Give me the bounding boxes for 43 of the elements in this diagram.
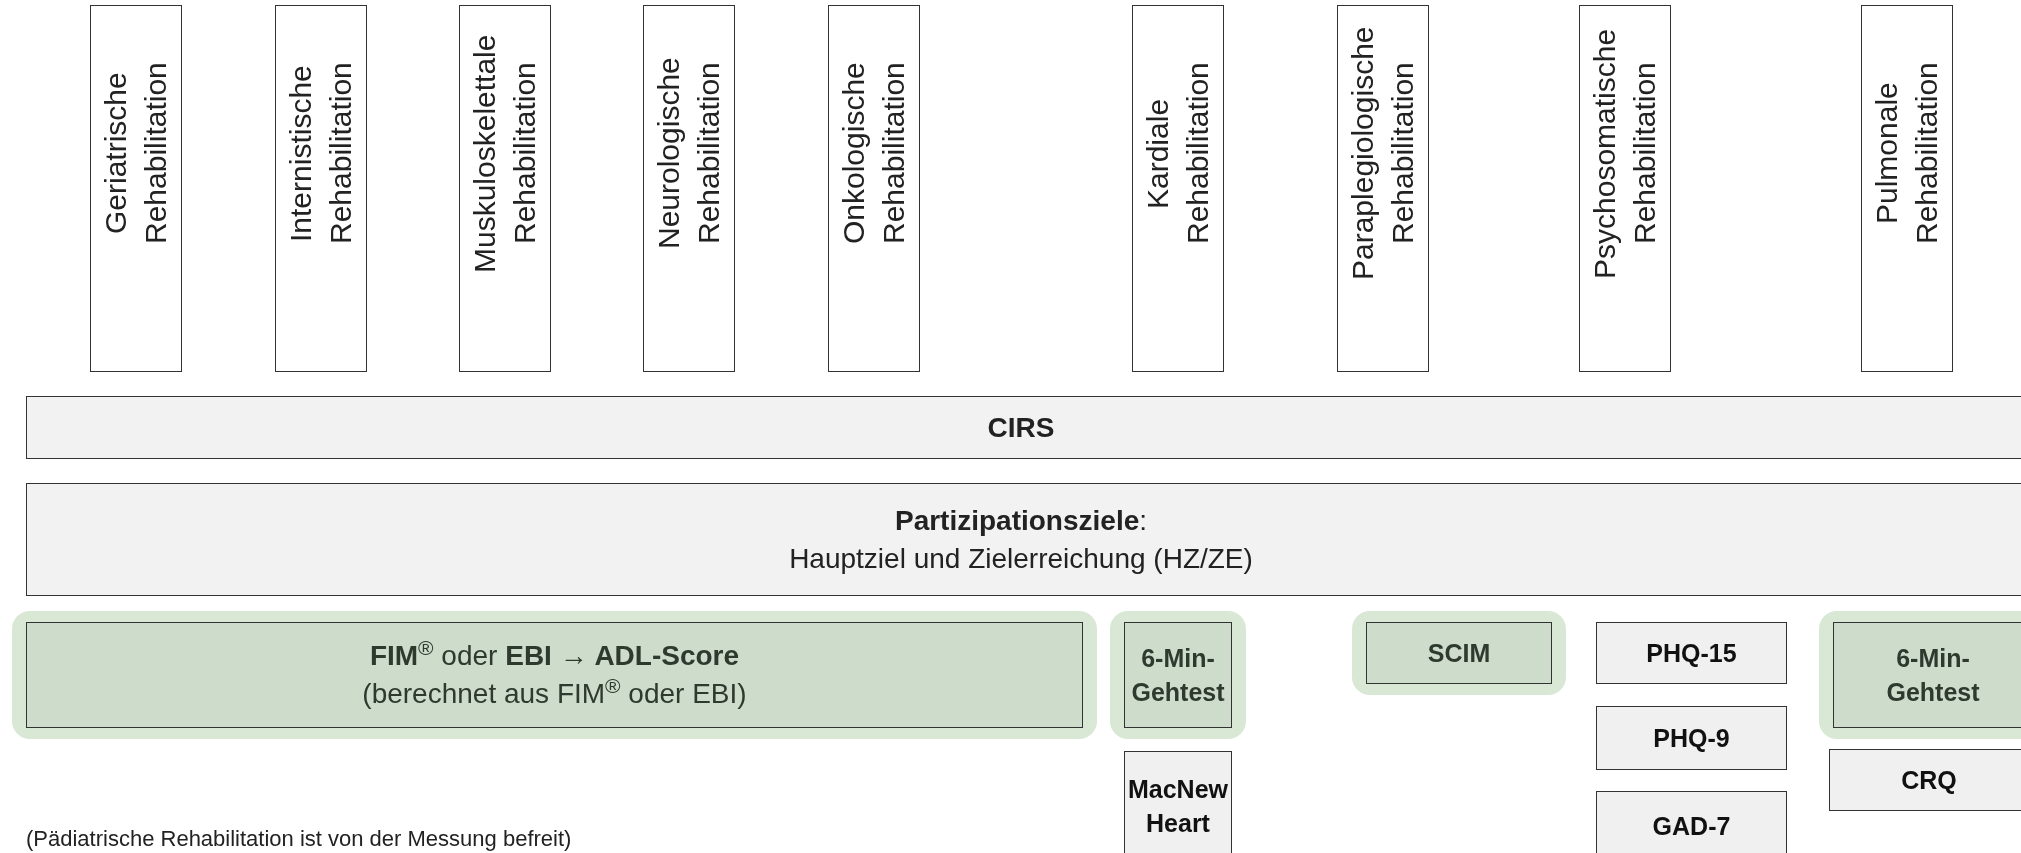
test-label: GAD-7: [1652, 811, 1731, 842]
band-text: (berechnet aus FIM$^{®}$ oder EBI): [362, 675, 747, 711]
band-heading: FIM$^{®}$ oder EBI → ADL-Score: [369, 637, 740, 673]
test-box: [1124, 751, 1232, 853]
footnote: (Pädiatrische Rehabilitation ist von der Messung befreit): [26, 826, 572, 852]
category-label: Muskuloskelettale Rehabilitation: [467, 33, 542, 275]
category-box: [90, 5, 182, 372]
category-box: [459, 5, 551, 372]
category-box: [1132, 5, 1224, 372]
category-box: [828, 5, 920, 372]
test-box: [1829, 749, 2021, 811]
test-box: [1596, 791, 1787, 853]
test-label: SCIM: [1427, 638, 1491, 669]
band-box: [26, 396, 2021, 459]
test-box: [1596, 706, 1787, 770]
category-label: Psychosomatische Rehabilitation: [1587, 27, 1662, 281]
band-text: CIRS: [987, 410, 1055, 445]
band-heading: Partizipationsziele:: [894, 503, 1148, 538]
category-box: [275, 5, 367, 372]
score-box: [26, 622, 1083, 728]
category-box: [643, 5, 735, 372]
band-box: [26, 483, 2021, 596]
test-label: MacNew Heart: [1126, 774, 1229, 839]
category-label: Neurologische Rehabilitation: [651, 56, 726, 252]
test-box: [1833, 622, 2021, 728]
category-box: [1861, 5, 1953, 372]
test-label: CRQ: [1901, 765, 1957, 796]
test-label: PHQ-15: [1646, 638, 1737, 669]
category-box: [1579, 5, 1671, 372]
category-label: Internistische Rehabilitation: [283, 61, 358, 247]
test-label: 6-Min-Gehtest: [1130, 643, 1226, 708]
band-text: Hauptziel und Zielerreichung (HZ/ZE): [789, 541, 1253, 576]
test-label: 6-Min-Gehtest: [1885, 643, 1981, 708]
category-label: Geriatrische Rehabilitation: [98, 61, 173, 247]
test-box: [1596, 622, 1787, 684]
category-label: Onkologische Rehabilitation: [836, 61, 911, 247]
test-box: [1366, 622, 1552, 684]
category-label: Pulmonale Rehabilitation: [1869, 61, 1944, 247]
category-box: [1337, 5, 1429, 372]
test-label: PHQ-9: [1653, 723, 1730, 754]
category-label: Kardiale Rehabilitation: [1140, 61, 1215, 247]
category-label: Paraplegiologische Rehabilitation: [1345, 25, 1420, 283]
test-box: [1124, 622, 1232, 728]
